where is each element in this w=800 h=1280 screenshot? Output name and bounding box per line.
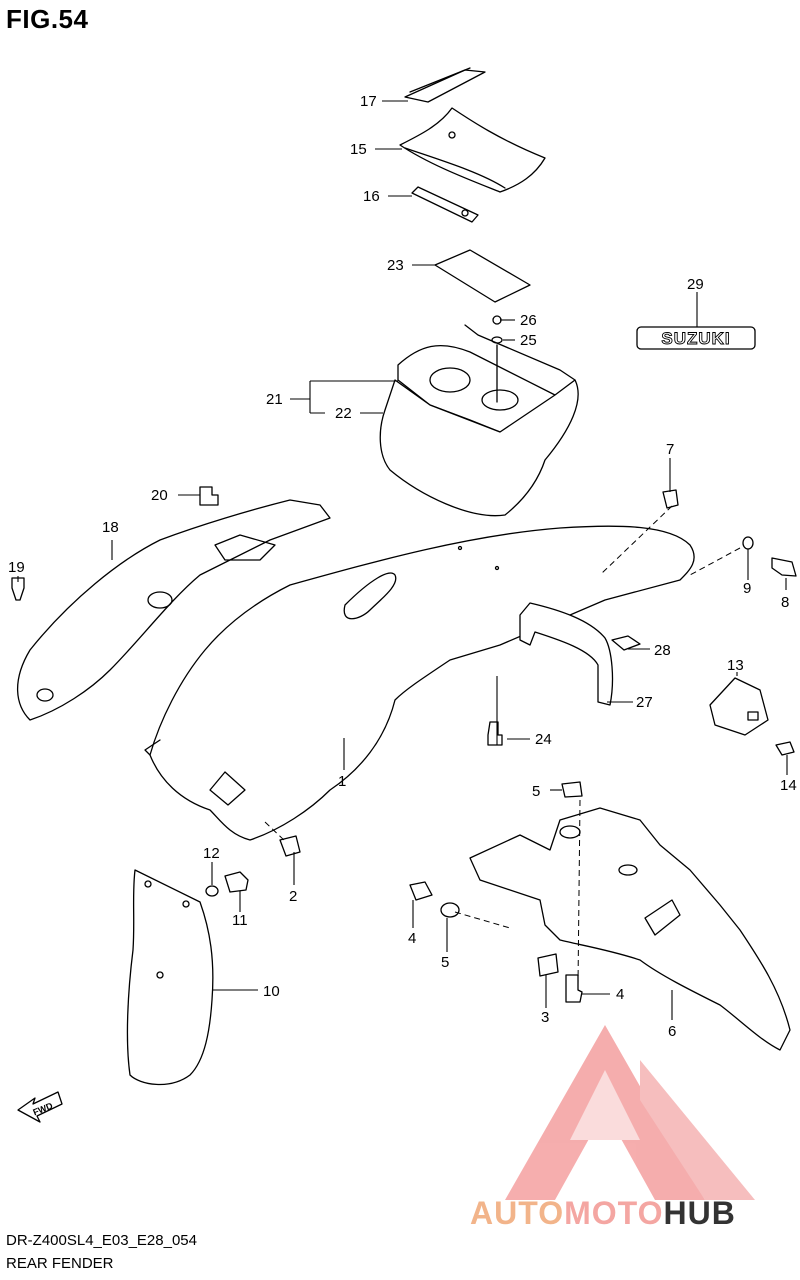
part-13-relay [709,677,769,736]
callout-4-right: 4 [616,986,624,1003]
watermark-text: AUTOMOTOHUB [470,1195,736,1232]
callout-labels: 17 15 16 23 26 25 21 22 29 7 9 8 20 18 1… [8,93,797,1040]
part-28-pad [611,635,641,651]
callout-19: 19 [8,559,25,576]
part-2-grommet [279,835,301,857]
callout-25: 25 [520,332,537,349]
leader-lines [17,100,788,1020]
part-1-rear-fender [144,525,695,841]
part-15-tool-bag [399,107,546,193]
part-19-bolt [11,577,25,601]
part-10-mud-flap [126,869,214,1086]
part-27-handle [519,602,614,706]
part-18-side-cover [16,499,331,721]
part-23-plate [434,249,531,303]
callout-12: 12 [203,845,220,862]
part-8-bolt [771,557,797,577]
callout-16: 16 [363,188,380,205]
figure-title: FIG.54 [6,4,89,34]
watermark-part-auto: AUTO [470,1195,565,1231]
callout-3: 3 [541,1009,549,1026]
watermark-part-hub: HUB [663,1195,736,1231]
forward-direction-arrow: FWD [17,1091,63,1123]
callout-8: 8 [781,594,789,611]
callout-14: 14 [780,777,797,794]
callout-27: 27 [636,694,653,711]
callout-29: 29 [687,276,704,293]
part-7-clip [662,489,679,509]
callout-18: 18 [102,519,119,536]
diagram-name: REAR FENDER [6,1255,114,1272]
callout-7: 7 [666,441,674,458]
emblem-text: SUZUKI [661,329,730,348]
diagram-code: DR-Z400SL4_E03_E28_054 [6,1232,197,1249]
part-4-bolt-right [565,974,583,1003]
part-22-tray [379,324,579,517]
callout-24: 24 [535,731,552,748]
part-3-clip [537,953,559,977]
part-9-washer [742,536,754,550]
watermark-part-moto: MOTO [564,1195,664,1231]
callout-20: 20 [151,487,168,504]
callout-22: 22 [335,405,352,422]
callout-28: 28 [654,642,671,659]
part-12-washer [205,885,219,897]
part-24-bolt [487,721,503,746]
callout-4-left: 4 [408,930,416,947]
callout-23: 23 [387,257,404,274]
part-16-tool [411,186,479,223]
callout-15: 15 [350,141,367,158]
part-4-bolt-left [409,881,433,901]
part-20-bolt [199,486,219,506]
callout-26: 26 [520,312,537,329]
callout-5-lower: 5 [441,954,449,971]
callout-17: 17 [360,93,377,110]
callout-1: 1 [338,773,346,790]
callout-5-upper: 5 [532,783,540,800]
part-29-emblem: SUZUKI [636,326,756,350]
callout-10: 10 [263,983,280,1000]
part-6-lower-fender [469,807,791,1051]
callout-6: 6 [668,1023,676,1040]
part-17-strap [404,67,486,103]
callout-21: 21 [266,391,283,408]
part-11-bolt [224,871,249,893]
callout-2: 2 [289,888,297,905]
assembly-lines [264,345,741,986]
part-26-nut [492,315,502,325]
part-5-grommet-upper [561,781,583,798]
callout-13: 13 [727,657,744,674]
part-14-screw [775,741,795,756]
callout-9: 9 [743,580,751,597]
watermark-logo-shape [505,1025,755,1200]
part-5-grommet-lower [440,902,460,918]
callout-11: 11 [232,912,248,929]
